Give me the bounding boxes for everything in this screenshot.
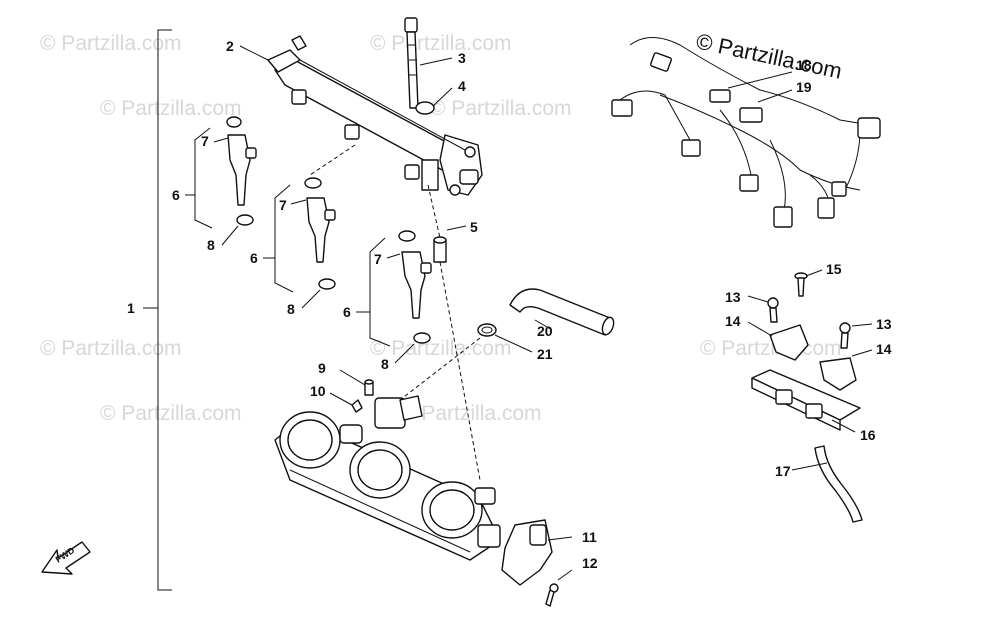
- leader-3: [419, 57, 453, 66]
- watermark-1: © Partzilla.com: [40, 32, 182, 55]
- sensor-9: [364, 379, 374, 396]
- copyright-text: © Partzilla.com: [694, 28, 844, 83]
- watermark-8: © Partzilla.com: [100, 97, 242, 120]
- callout-6a: 6: [172, 187, 180, 203]
- leader-19: [757, 89, 793, 103]
- leader-7a: [213, 137, 229, 143]
- watermark-9: © Partzilla.com: [430, 97, 572, 120]
- bracket-6c: [369, 237, 391, 347]
- alignment-dash-1: [427, 184, 441, 239]
- leader-8b: [301, 289, 321, 309]
- watermark-7: © Partzilla.com: [400, 402, 542, 425]
- clip-10: [351, 399, 363, 413]
- callout-7c: 7: [374, 251, 382, 267]
- callout-7b: 7: [279, 197, 287, 213]
- leader-11: [547, 536, 573, 541]
- clamp-21: [477, 323, 497, 337]
- bolt-13b: [839, 322, 851, 349]
- callout-11: 11: [582, 529, 597, 545]
- mounting-bracket: [751, 324, 861, 431]
- callout-20: 20: [537, 323, 553, 339]
- callout-8c: 8: [381, 356, 389, 372]
- leader-17: [791, 462, 828, 471]
- callout-7a: 7: [201, 133, 209, 149]
- sensor-11: [501, 519, 553, 586]
- watermark-3: © Partzilla.com: [40, 337, 182, 360]
- watermark-2: © Partzilla.com: [370, 32, 512, 55]
- wiring-harness: [611, 37, 881, 228]
- callout-3: 3: [458, 50, 466, 66]
- callout-17: 17: [775, 463, 791, 479]
- callout-13a: 13: [725, 289, 741, 305]
- screw-12: [545, 583, 559, 607]
- callout-10: 10: [310, 383, 326, 399]
- bracket-6a: [194, 127, 213, 229]
- leader-9: [339, 369, 366, 386]
- callout-labels: 1 2 3 4 5 6 7 8 6 7 8 6 7 8 9 10 11 12 1…: [127, 38, 892, 571]
- watermark-6: © Partzilla.com: [100, 402, 242, 425]
- callout-6c: 6: [343, 304, 351, 320]
- leader-21: [494, 334, 533, 353]
- callout-4: 4: [458, 78, 466, 94]
- callout-5: 5: [470, 219, 478, 235]
- fuel-rail: [267, 35, 483, 196]
- alignment-dash-2: [439, 261, 481, 481]
- leader-13a: [747, 295, 769, 303]
- leader-7b: [290, 199, 307, 205]
- hose-20: [509, 288, 615, 336]
- leader-14a: [747, 321, 773, 337]
- callout-13b: 13: [876, 316, 892, 332]
- callout-14b: 14: [876, 341, 892, 357]
- callout-9: 9: [318, 360, 326, 376]
- injector-a: [226, 116, 257, 226]
- watermark-5: © Partzilla.com: [700, 337, 842, 360]
- leader-16: [831, 419, 856, 433]
- callout-15: 15: [826, 261, 842, 277]
- callout-8b: 8: [287, 301, 295, 317]
- leader-2: [239, 45, 269, 61]
- leader-20: [534, 319, 553, 331]
- leader-7c: [386, 253, 401, 259]
- callout-1: 1: [127, 300, 135, 316]
- callout-19: 19: [796, 79, 812, 95]
- watermark-4: © Partzilla.com: [370, 337, 512, 360]
- leader-10: [329, 392, 353, 406]
- hose-17: [814, 445, 863, 523]
- leader-4: [432, 87, 453, 107]
- leader-13b: [851, 323, 873, 327]
- injector-b: [304, 177, 336, 290]
- leader-5: [446, 225, 467, 231]
- leader-8c: [394, 343, 415, 364]
- callout-14a: 14: [725, 313, 741, 329]
- callout-18: 18: [796, 57, 812, 73]
- injector-c: [398, 230, 432, 344]
- washer: [415, 101, 435, 115]
- alignment-dash-4: [399, 337, 481, 401]
- fwd-arrow-icon: FWD: [41, 541, 91, 575]
- throttle-body: [274, 395, 501, 561]
- leader-15: [805, 269, 823, 277]
- watermarks: © Partzilla.com © Partzilla.com © Partzi…: [40, 32, 842, 425]
- spacer: [433, 236, 447, 263]
- callout-6b: 6: [250, 250, 258, 266]
- callout-8a: 8: [207, 237, 215, 253]
- callout-21: 21: [537, 346, 553, 362]
- bolt: [404, 17, 419, 109]
- alignment-dash-3: [309, 144, 356, 176]
- leader-18: [727, 71, 793, 89]
- callout-16: 16: [860, 427, 876, 443]
- screw-15: [794, 272, 808, 297]
- leader-14b: [851, 349, 873, 357]
- callout-12: 12: [582, 555, 598, 571]
- callout-2: 2: [226, 38, 234, 54]
- bracket-6b: [274, 184, 294, 293]
- bolt-13a: [767, 297, 779, 323]
- leader-12: [557, 569, 573, 581]
- assembly-bracket: [157, 29, 172, 591]
- leader-8a: [221, 225, 239, 246]
